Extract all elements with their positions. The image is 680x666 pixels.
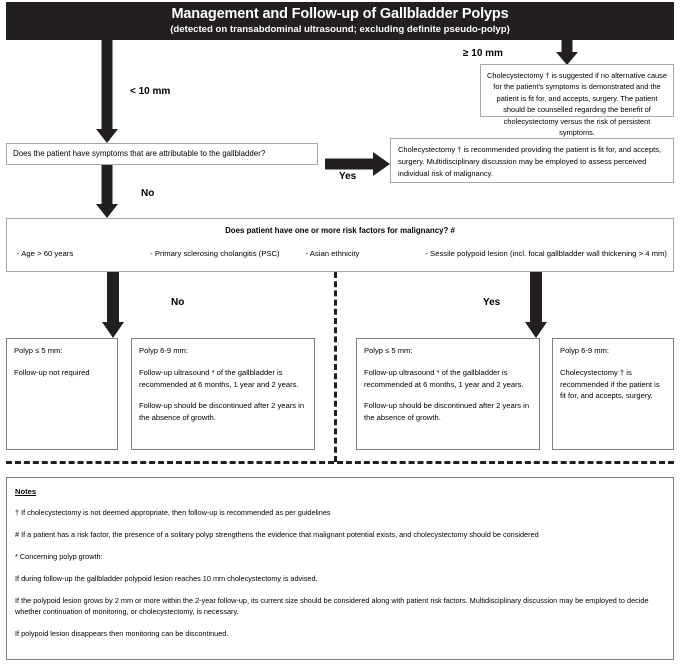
- recommendation-box-symptoms-yes: Cholecystectomy † is recommended providi…: [390, 138, 674, 183]
- recommendation-box-ge-10mm: Cholecystectomy † is suggested if no alt…: [480, 64, 674, 137]
- arrow-shaft: [107, 272, 119, 322]
- note-line: If during follow-up the gallbladder poly…: [15, 574, 318, 584]
- outcome-box-risk-polyp-6-9mm: Polyp 6-9 mm: Cholecystectomy † is recom…: [552, 338, 674, 450]
- arrow-down-risk-factors-no: [98, 272, 128, 338]
- outcome-text: Follow-up should be discontinued after 2…: [139, 401, 305, 423]
- risk-factors-list: - Age > 60 years - Primary sclerosing ch…: [7, 248, 673, 259]
- branch-label-symptoms-no: No: [141, 188, 155, 199]
- arrow-head: [102, 322, 124, 338]
- outcome-text: Cholecystectomy † is recommended if the …: [560, 367, 660, 401]
- outcome-text: Follow-up ultrasound * of the gallbladde…: [364, 367, 524, 389]
- arrow-down-risk-factors-yes: [521, 272, 551, 338]
- branch-label-risk-factors-no: No: [171, 297, 185, 308]
- note-line: † If cholecystectomy is not deemed appro…: [15, 508, 331, 518]
- arrow-head: [96, 204, 118, 218]
- question-box-risk-factors: Does patient have one or more risk facto…: [6, 218, 674, 272]
- outcome-text: Follow-up should be discontinued after 2…: [364, 401, 530, 423]
- note-line: If polypoid lesion disappears then monit…: [15, 629, 229, 639]
- arrow-shaft: [561, 40, 573, 53]
- dashed-divider-vertical: [334, 272, 337, 462]
- arrow-head: [525, 322, 547, 338]
- outcome-box-risk-polyp-le-5mm: Polyp ≤ 5 mm: Follow-up ultrasound * of …: [356, 338, 540, 450]
- outcome-text: Follow-up ultrasound * of the gallbladde…: [139, 367, 299, 389]
- question-box-symptoms: Does the patient have symptoms that are …: [6, 143, 318, 165]
- risk-factors-question: Does patient have one or more risk facto…: [225, 226, 455, 235]
- dashed-divider-horizontal: [6, 461, 674, 464]
- notes-title: Notes: [15, 487, 37, 496]
- arrow-down-symptoms-no: [92, 165, 122, 218]
- risk-factor-item: - Sessile polypoid lesion (incl. focal g…: [425, 249, 667, 259]
- note-line: # If a patient has a risk factor, the pr…: [15, 530, 539, 540]
- arrow-shaft: [101, 40, 113, 130]
- note-line: * Concerning polyp growth:: [15, 552, 103, 562]
- arrow-down-greater-equal-10mm: [552, 40, 582, 65]
- note-line: If the polypoid lesion grows by 2 mm or …: [15, 596, 649, 617]
- arrow-head: [373, 152, 390, 176]
- arrow-shaft: [101, 165, 113, 204]
- outcome-box-no-risk-polyp-6-9mm: Polyp 6-9 mm: Follow-up ultrasound * of …: [131, 338, 315, 450]
- arrow-shaft: [530, 272, 542, 322]
- arrow-down-less-than-10mm: [92, 40, 122, 143]
- diagram-title-bar: Management and Follow-up of Gallbladder …: [6, 2, 674, 40]
- notes-panel: Notes † If cholecystectomy is not deemed…: [6, 477, 674, 660]
- outcome-box-no-risk-polyp-le-5mm: Polyp ≤ 5 mm: Follow-up not required: [6, 338, 118, 450]
- branch-label-greater-equal-10mm: ≥ 10 mm: [463, 48, 503, 59]
- branch-label-risk-factors-yes: Yes: [483, 297, 501, 308]
- branch-label-symptoms-yes: Yes: [339, 171, 357, 182]
- arrow-right-symptoms-yes: [325, 152, 390, 176]
- page-title: Management and Follow-up of Gallbladder …: [171, 5, 509, 22]
- arrow-head: [556, 52, 578, 65]
- outcome-heading: Polyp 6-9 mm:: [139, 346, 188, 355]
- risk-factor-item: - Primary sclerosing cholangitis (PSC): [150, 249, 280, 259]
- outcome-heading: Polyp ≤ 5 mm:: [14, 346, 63, 355]
- outcome-text: Follow-up not required: [14, 367, 90, 377]
- arrow-head: [96, 129, 118, 143]
- arrow-shaft: [325, 158, 373, 170]
- risk-factor-item: - Asian ethnicity: [305, 249, 360, 259]
- branch-label-less-than-10mm: < 10 mm: [130, 86, 171, 97]
- outcome-heading: Polyp ≤ 5 mm:: [364, 346, 413, 355]
- outcome-heading: Polyp 6-9 mm:: [560, 346, 609, 355]
- risk-factor-item: - Age > 60 years: [17, 249, 74, 259]
- page-subtitle: (detected on transabdominal ultrasound; …: [170, 23, 510, 35]
